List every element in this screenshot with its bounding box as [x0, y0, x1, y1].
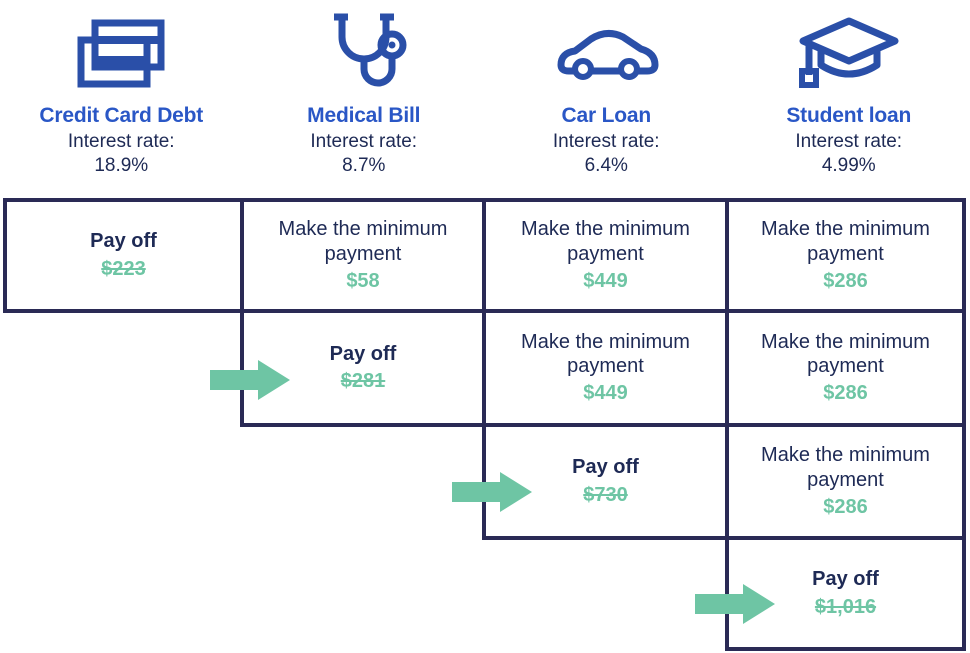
debt-header-medical-bill: Medical Bill Interest rate: 8.7% — [243, 0, 486, 196]
cell-amount: $730 — [583, 483, 628, 506]
cell-row1-car-loan[interactable]: Make the minimum payment $449 — [486, 202, 725, 309]
credit-cards-icon — [73, 6, 169, 102]
cell-amount: $449 — [583, 269, 628, 292]
grid-line-h-bottom — [727, 647, 966, 651]
cell-action: Pay off — [90, 230, 157, 253]
grid-line-v-col2-col3 — [482, 198, 486, 540]
cell-action: Make the minimum payment — [521, 330, 690, 377]
cell-row1-student-loan[interactable]: Make the minimum payment $286 — [729, 202, 962, 309]
interest-rate-label: Interest rate: — [795, 131, 903, 153]
debt-header-credit-card-debt: Credit Card Debt Interest rate: 18.9% — [0, 0, 243, 196]
arrow-right-step-2 — [210, 360, 290, 400]
cell-action: Pay off — [572, 456, 639, 479]
cell-amount: $281 — [340, 370, 386, 393]
arrow-right-step-4 — [695, 584, 775, 624]
grid-line-v-col1-col2 — [240, 198, 244, 427]
cell-action: Make the minimum payment — [761, 330, 930, 377]
cell-row1-medical-bill[interactable]: Make the minimum payment $58 — [244, 202, 482, 309]
cell-amount: $58 — [346, 269, 380, 292]
interest-rate-label: Interest rate: — [310, 131, 418, 153]
debt-name: Student loan — [786, 104, 912, 127]
cell-amount: $449 — [583, 382, 628, 405]
interest-rate-value: 6.4% — [584, 155, 628, 177]
cell-row2-student-loan[interactable]: Make the minimum payment $286 — [729, 313, 962, 423]
cell-amount: $286 — [823, 382, 868, 405]
interest-rate-label: Interest rate: — [67, 131, 175, 153]
cell-row3-student-loan[interactable]: Make the minimum payment $286 — [729, 427, 962, 536]
graduation-cap-icon — [797, 6, 901, 102]
arrow-right-step-3 — [452, 472, 532, 512]
cell-amount: $286 — [823, 495, 868, 518]
cell-amount: $223 — [101, 257, 146, 280]
stethoscope-icon — [316, 6, 412, 102]
cell-row2-medical-bill[interactable]: Pay off $281 — [244, 313, 482, 423]
debt-header-car-loan: Car Loan Interest rate: 6.4% — [485, 0, 728, 196]
debt-header-student-loan: Student loan Interest rate: 4.99% — [728, 0, 970, 196]
cell-action: Make the minimum payment — [761, 444, 930, 491]
interest-rate-value: 8.7% — [342, 155, 386, 177]
cell-row3-car-loan[interactable]: Pay off $730 — [486, 427, 725, 536]
debt-header-row: Credit Card Debt Interest rate: 18.9% Me… — [0, 0, 970, 196]
interest-rate-value: 4.99% — [821, 155, 876, 177]
cell-amount: $286 — [823, 269, 868, 292]
cell-action: Make the minimum payment — [761, 218, 930, 265]
debt-name: Medical Bill — [307, 104, 421, 127]
cell-row1-credit-card-debt[interactable]: Pay off $223 — [7, 202, 240, 309]
cell-action: Pay off — [812, 568, 879, 591]
cell-row4-student-loan[interactable]: Pay off $1,016 — [729, 540, 962, 647]
debt-name: Car Loan — [561, 104, 652, 127]
debt-name: Credit Card Debt — [39, 104, 204, 127]
car-icon — [553, 6, 659, 102]
grid-line-v-left-edge — [3, 198, 7, 313]
grid-line-v-col3-col4 — [725, 198, 729, 651]
interest-rate-value: 18.9% — [94, 155, 149, 177]
cell-action: Pay off — [329, 342, 397, 365]
interest-rate-label: Interest rate: — [552, 131, 660, 153]
cell-action: Make the minimum payment — [521, 218, 690, 265]
cell-action: Make the minimum payment — [278, 218, 448, 265]
grid-line-h-row2-row3 — [242, 423, 966, 427]
cell-amount: $1,016 — [814, 595, 877, 618]
grid-line-v-right-edge — [962, 198, 966, 651]
cell-row2-car-loan[interactable]: Make the minimum payment $449 — [486, 313, 725, 423]
